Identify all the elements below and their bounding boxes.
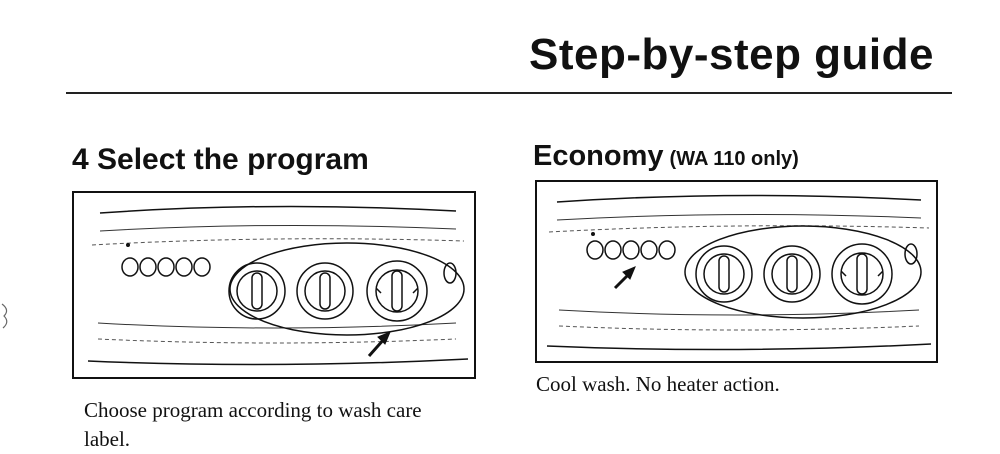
- economy-model-note: (WA 110 only): [669, 148, 799, 170]
- knob-1: [695, 245, 753, 303]
- section-heading-economy: Economy(WA 110 only): [533, 140, 799, 173]
- option-buttons: [586, 240, 676, 260]
- page-title: Step-by-step guide: [528, 30, 934, 79]
- knob-3: [831, 243, 893, 305]
- knob-1: [228, 262, 286, 320]
- knob-2: [296, 262, 354, 320]
- control-panel-illustration-program: [72, 191, 476, 379]
- caption-economy: Cool wash. No heater action.: [536, 372, 780, 396]
- section-heading-select-program: 4 Select the program: [72, 143, 369, 176]
- option-buttons: [121, 257, 211, 277]
- control-panel-illustration-economy: [535, 180, 938, 363]
- knob-program-selector: [366, 260, 428, 322]
- caption-select-program: Choose program according to wash care la…: [84, 398, 422, 451]
- header-rule: [66, 92, 952, 94]
- knob-2: [763, 245, 821, 303]
- margin-binding-mark: [0, 300, 12, 330]
- arrow-icon: [613, 266, 636, 290]
- economy-title: Economy: [533, 140, 664, 172]
- arrow-icon: [367, 331, 391, 357]
